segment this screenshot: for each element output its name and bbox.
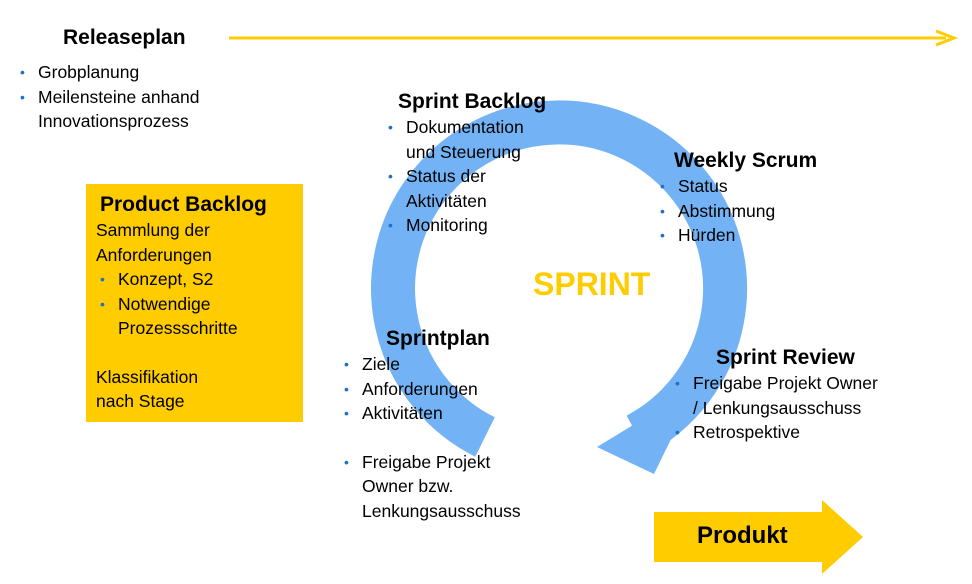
produkt-label: Produkt [697, 522, 788, 549]
product-backlog-list: Konzept, S2 Notwendige Prozessschritte [96, 267, 267, 341]
list-item: Aktivitäten [340, 401, 521, 426]
sprintplan-extra-list: Freigabe Projekt Owner bzw. Lenkungsauss… [340, 450, 521, 524]
product-backlog-footer: Klassifikation nach Stage [96, 366, 199, 412]
sprint-backlog-list: Dokumentation und Steuerung Status der A… [384, 115, 546, 238]
sprintplan-title: Sprintplan [386, 327, 490, 350]
list-item: Freigabe Projekt Owner / Lenkungsausschu… [671, 371, 878, 420]
weekly-scrum-list: Status Abstimmung Hürden [656, 174, 817, 248]
sprint-backlog-block: Sprint Backlog Dokumentation und Steueru… [384, 89, 546, 238]
sprintplan-list: Ziele Anforderungen Aktivitäten [340, 352, 521, 426]
list-item: Monitoring [384, 213, 546, 238]
list-item: Dokumentation und Steuerung [384, 115, 546, 164]
list-item: Freigabe Projekt Owner bzw. Lenkungsauss… [340, 450, 521, 524]
releaseplan-title: Releaseplan [63, 26, 186, 49]
list-item: Anforderungen [340, 377, 521, 402]
list-item: Hürden [656, 223, 817, 248]
list-item: Retrospektive [671, 420, 878, 445]
sprint-review-list: Freigabe Projekt Owner / Lenkungsausschu… [671, 371, 878, 445]
list-item: Meilensteine anhand Innovationsprozess [16, 85, 200, 134]
list-item: Konzept, S2 [96, 267, 267, 292]
releaseplan-block: Releaseplan Grobplanung Meilensteine anh… [16, 25, 200, 134]
list-item: Status der Aktivitäten [384, 164, 546, 213]
releaseplan-arrow [229, 29, 959, 47]
list-item: Ziele [340, 352, 521, 377]
list-item: Grobplanung [16, 60, 200, 85]
sprint-backlog-title: Sprint Backlog [398, 90, 547, 113]
releaseplan-list: Grobplanung Meilensteine anhand Innovati… [16, 60, 200, 134]
sprintplan-block: Sprintplan Ziele Anforderungen Aktivität… [340, 326, 521, 523]
product-backlog-title: Product Backlog [100, 193, 267, 216]
sprint-review-block: Sprint Review Freigabe Projekt Owner / L… [671, 345, 878, 445]
sprint-review-title: Sprint Review [716, 346, 855, 369]
list-item: Abstimmung [656, 199, 817, 224]
list-item: Notwendige Prozessschritte [96, 292, 267, 341]
product-backlog-intro: Sammlung der Anforderungen [96, 220, 212, 265]
sprint-label: SPRINT [533, 266, 651, 302]
weekly-scrum-title: Weekly Scrum [674, 149, 818, 172]
product-backlog-block: Product Backlog Sammlung der Anforderung… [96, 192, 267, 414]
weekly-scrum-block: Weekly Scrum Status Abstimmung Hürden [656, 148, 817, 248]
produkt-arrow [654, 500, 863, 574]
list-item: Status [656, 174, 817, 199]
